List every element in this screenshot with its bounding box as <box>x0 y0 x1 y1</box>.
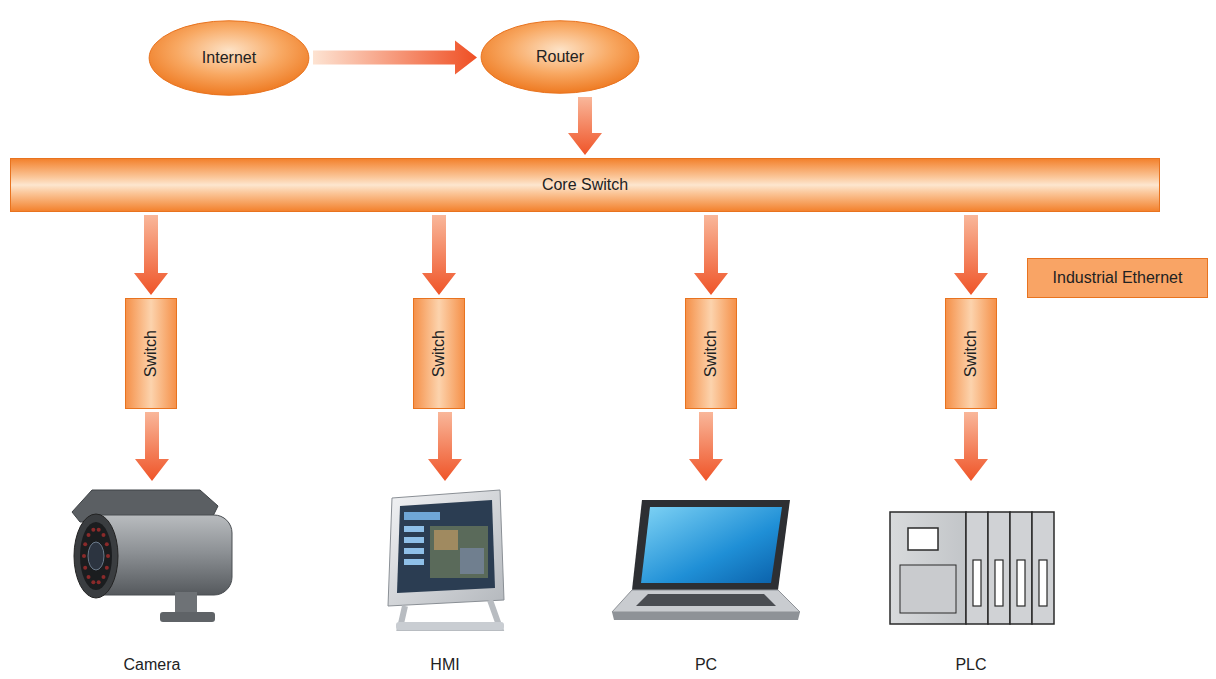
camera-led <box>101 533 105 537</box>
camera-led <box>105 566 109 570</box>
core-switch-band: Core Switch <box>10 158 1160 212</box>
device-node: HMI <box>380 484 510 676</box>
network-tag: Industrial Ethernet <box>1027 258 1208 298</box>
node-label: PC <box>695 655 717 674</box>
router-ellipse: Router <box>480 20 640 94</box>
node-label: HMI <box>430 655 459 674</box>
flow-arrow <box>954 412 988 481</box>
node-label: Switch <box>961 330 980 377</box>
camera-led <box>97 580 101 584</box>
device-node: PC <box>606 484 806 676</box>
flow-arrow <box>135 412 169 481</box>
camera-led <box>83 542 87 546</box>
flow-arrow <box>313 41 477 75</box>
plc-modules <box>966 512 1054 624</box>
laptop-illustration <box>612 500 800 620</box>
node-label: Switch <box>701 330 720 377</box>
flow-arrow <box>954 215 988 295</box>
camera-illustration <box>72 490 232 622</box>
node-label: Switch <box>429 330 448 377</box>
camera-led <box>106 554 110 558</box>
hmi-illustration <box>388 490 504 630</box>
camera-led <box>91 528 95 532</box>
node-label: Industrial Ethernet <box>1053 268 1183 287</box>
camera-led <box>97 528 101 532</box>
camera-led <box>87 533 91 537</box>
camera-led <box>105 542 109 546</box>
plc-illustration <box>890 512 966 624</box>
flow-arrow <box>568 97 602 155</box>
camera-led <box>87 575 91 579</box>
switch-box: Switch <box>413 298 465 409</box>
node-label: Core Switch <box>542 175 628 194</box>
node-label: Router <box>536 47 584 66</box>
camera-led <box>83 566 87 570</box>
cloud-ellipse: Internet <box>148 20 310 96</box>
node-label: PLC <box>955 655 986 674</box>
node-label: Camera <box>124 655 181 674</box>
device-node: PLC <box>880 484 1062 676</box>
camera-led <box>101 575 105 579</box>
device-node: Camera <box>62 484 242 676</box>
camera-led <box>91 580 95 584</box>
switch-box: Switch <box>685 298 737 409</box>
switch-box: Switch <box>125 298 177 409</box>
flow-arrow <box>428 412 462 481</box>
flow-arrow <box>134 215 168 295</box>
flow-arrow <box>689 412 723 481</box>
switch-box: Switch <box>945 298 997 409</box>
camera-led <box>82 554 86 558</box>
flow-arrow <box>694 215 728 295</box>
plc-module <box>1010 512 1032 624</box>
plc-module <box>966 512 988 624</box>
node-label: Switch <box>141 330 160 377</box>
plc-module <box>988 512 1010 624</box>
flow-arrow <box>422 215 456 295</box>
plc-module <box>1032 512 1054 624</box>
node-label: Internet <box>202 48 256 67</box>
camera-leds <box>82 528 110 585</box>
